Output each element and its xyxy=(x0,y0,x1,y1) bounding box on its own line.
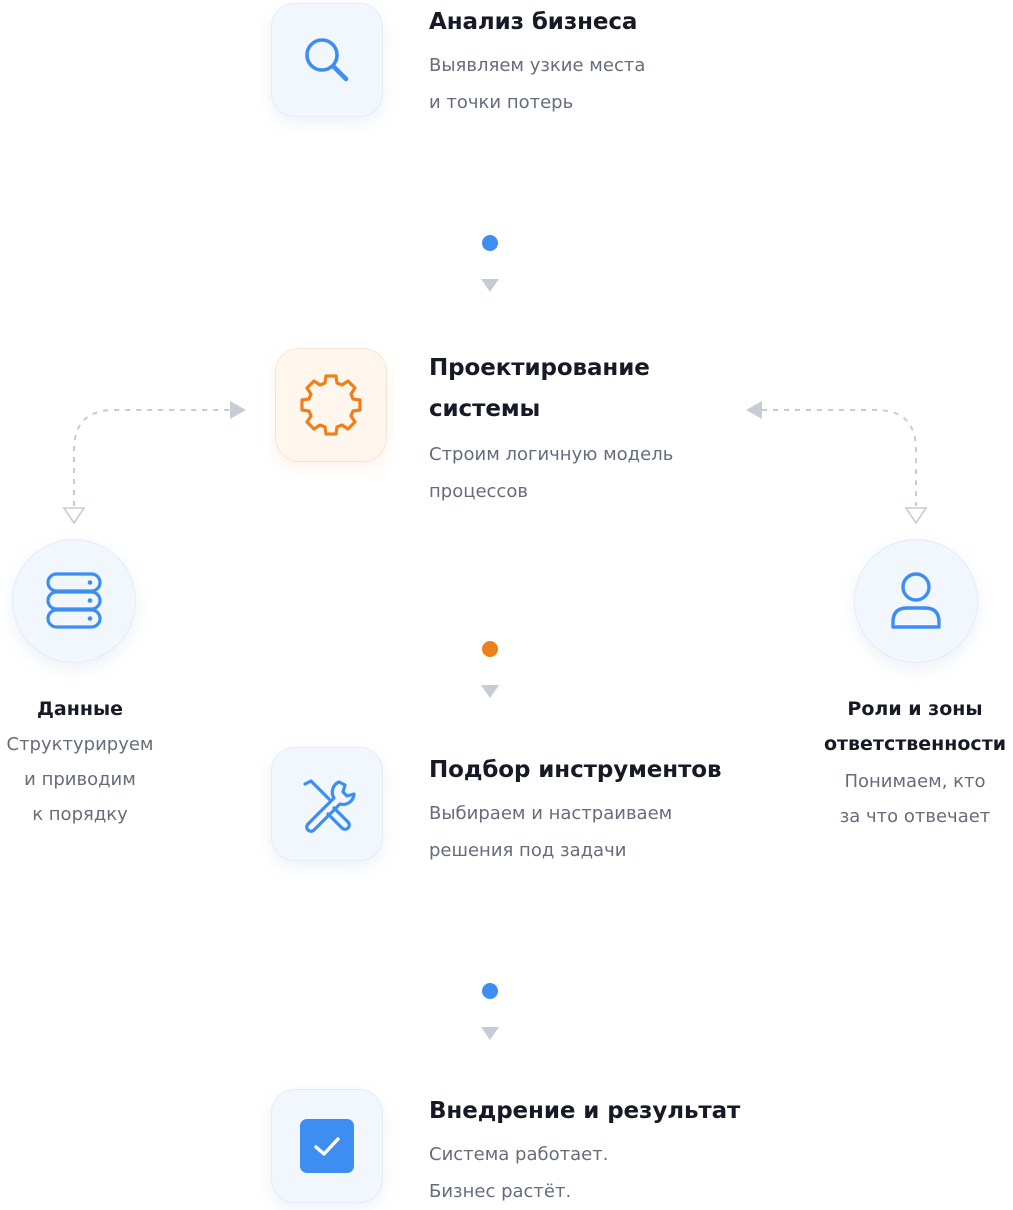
roles-icon-circle xyxy=(854,539,978,663)
analysis-icon-card xyxy=(271,3,383,117)
side-description-line: и приводим xyxy=(24,769,136,790)
side-description: Понимаем, кто за что отвечает xyxy=(805,764,1013,834)
arrow-down-icon xyxy=(481,279,499,292)
arrow-down-outline-icon xyxy=(62,507,86,525)
connector-tools-to-result xyxy=(481,904,499,1040)
side-title: Роли и зоны ответственности xyxy=(805,692,1013,762)
gear-icon xyxy=(299,373,363,437)
step-title-line: системы xyxy=(429,396,541,422)
step-title: Подбор инструментов xyxy=(429,757,722,783)
side-description: Структурируем и приводим к порядку xyxy=(0,727,180,832)
step-title-line: Проектирование xyxy=(429,355,650,381)
data-icon-circle xyxy=(12,539,136,663)
arrow-right-icon xyxy=(230,401,246,419)
step-description-line: Строим логичную модель xyxy=(429,444,674,465)
step-description-line: Система работает. xyxy=(429,1144,609,1165)
step-title: Анализ бизнеса xyxy=(429,9,638,35)
tools-icon xyxy=(296,773,358,835)
side-node-roles: Роли и зоны ответственности Понимаем, кт… xyxy=(805,692,1013,834)
connector-data-design xyxy=(62,401,246,525)
step-result: Внедрение и результат Система работает. … xyxy=(429,1091,759,1210)
step-description-line: Выявляем узкие места xyxy=(429,55,646,76)
user-icon xyxy=(886,569,946,633)
step-title: Внедрение и результат xyxy=(429,1098,741,1124)
arrow-down-icon xyxy=(481,685,499,698)
connector-dot-blue xyxy=(482,983,498,999)
checkbox-icon xyxy=(299,1118,355,1174)
side-title-line: ответственности xyxy=(823,733,1007,755)
search-icon xyxy=(297,30,357,90)
step-description: Строим логичную модель процессов xyxy=(429,436,759,510)
side-description-line: Понимаем, кто xyxy=(844,771,986,792)
step-description-line: и точки потерь xyxy=(429,92,574,113)
connector-dot-blue xyxy=(482,235,498,251)
step-analysis: Анализ бизнеса Выявляем узкие места и то… xyxy=(429,2,759,121)
step-description-line: Бизнес растёт. xyxy=(429,1181,572,1202)
arrow-down-outline-icon xyxy=(904,507,928,525)
design-icon-card xyxy=(275,348,387,462)
step-description: Выявляем узкие места и точки потерь xyxy=(429,47,759,121)
connector-design-to-tools xyxy=(481,551,499,698)
connector-dot-orange xyxy=(482,641,498,657)
side-node-data: Данные Структурируем и приводим к порядк… xyxy=(0,692,180,832)
side-description-line: за что отвечает xyxy=(839,806,991,827)
side-description-line: к порядку xyxy=(32,804,128,825)
tools-icon-card xyxy=(271,747,383,861)
step-design: Проектирование системы Строим логичную м… xyxy=(429,348,759,510)
arrow-down-icon xyxy=(481,1027,499,1040)
step-description-line: решения под задачи xyxy=(429,840,627,861)
step-description: Система работает. Бизнес растёт. xyxy=(429,1136,759,1210)
database-icon xyxy=(44,570,104,632)
connector-design-roles xyxy=(746,401,928,525)
step-tools: Подбор инструментов Выбираем и настраива… xyxy=(429,750,759,869)
step-description: Выбираем и настраиваем решения под задач… xyxy=(429,795,759,869)
side-title: Данные xyxy=(36,698,124,720)
side-description-line: Структурируем xyxy=(6,734,154,755)
step-title: Проектирование системы xyxy=(429,348,759,430)
result-icon-card xyxy=(271,1089,383,1203)
step-description-line: Выбираем и настраиваем xyxy=(429,803,673,824)
connector-analysis-to-design xyxy=(481,158,499,292)
step-description-line: процессов xyxy=(429,481,528,502)
side-title-line: Роли и зоны xyxy=(847,698,983,720)
